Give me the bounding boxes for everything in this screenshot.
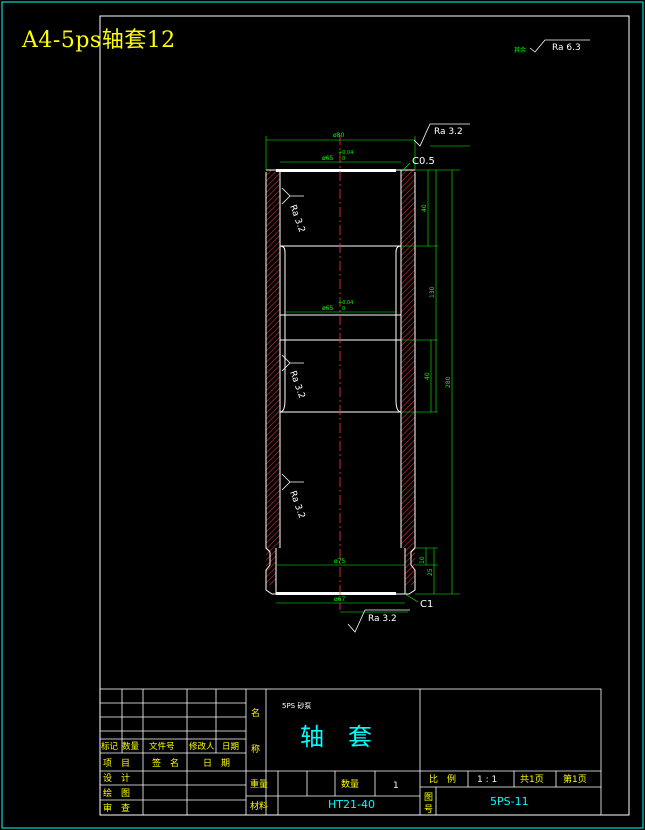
top-edge-bar: [276, 169, 396, 172]
tb-scale-label: 比 例: [429, 773, 456, 785]
dim-outer-dia: ø80: [333, 132, 344, 139]
dim-bore-mid: ø65: [322, 305, 333, 312]
tb-date-label: 日 期: [203, 758, 230, 769]
dim-bore-bottom: ø75: [334, 558, 345, 565]
tb-item-label: 项 目: [103, 758, 130, 769]
title-block: [99, 688, 602, 816]
dim-bottom-dia: ø67: [334, 596, 345, 603]
tb-part-name: 轴 套: [300, 723, 372, 751]
dim-chamfer-bottom: C1: [420, 599, 433, 610]
tb-drawing-label: 绘 图: [103, 787, 130, 799]
bottom-edge-bar: [276, 592, 396, 595]
tb-drawing-no-label-1: 图: [424, 792, 433, 803]
dim-len-280: 280: [445, 376, 452, 388]
tb-quantity-label: 数量: [341, 778, 359, 790]
part-outline: [265, 169, 416, 595]
tb-material-label: 材料: [250, 800, 268, 812]
dim-bore-top: ø65: [322, 155, 333, 162]
right-wall-hatch-lower: [405, 548, 415, 585]
dim-len-40-mid: 40: [424, 372, 431, 380]
roughness-top-right-value: Ra 3.2: [434, 127, 463, 137]
tb-sign-label: 签 名: [152, 757, 179, 769]
tb-material-value: HT21-40: [328, 798, 375, 811]
tb-drawing-no-value: 5PS-11: [490, 795, 529, 808]
right-wall-hatch: [401, 170, 415, 548]
general-roughness-mark: 其余 Ra 6.3: [514, 39, 590, 54]
tb-total-pages: 共1页: [520, 774, 544, 785]
roughness-general-value: Ra 6.3: [552, 43, 581, 53]
tb-name-label-2: 称: [251, 743, 260, 755]
roughness-inner-3-value: Ra 3.2: [287, 490, 306, 520]
dim-len-25: 25: [427, 568, 434, 576]
dim-len-130: 130: [429, 286, 436, 298]
tb-design-label: 设 计: [103, 772, 130, 784]
dim-chamfer-top: C0.5: [412, 156, 435, 167]
roughness-inner-2-value: Ra 3.2: [287, 370, 306, 400]
roughness-inner-2: Ra 3.2: [281, 354, 306, 400]
dim-len-10: 10: [419, 556, 426, 564]
dim-len-40-top: 40: [421, 204, 428, 212]
roughness-bottom: Ra 3.2: [340, 609, 410, 633]
roughness-top-right: Ra 3.2: [413, 123, 470, 147]
tb-rev-file: 文件号: [149, 741, 175, 752]
roughness-bottom-value: Ra 3.2: [368, 614, 397, 624]
tb-page-no: 第1页: [563, 773, 587, 785]
tb-scale-value: 1 : 1: [477, 775, 497, 785]
tb-drawing-no-label-2: 号: [424, 804, 433, 815]
dim-bore-mid-tol-lower: 0: [342, 306, 345, 312]
dim-bore-top-tol-lower: 0: [342, 156, 345, 162]
tb-rev-changer: 修改人: [189, 741, 215, 752]
tb-review-label: 审 查: [103, 802, 130, 814]
roughness-inner-1-value: Ra 3.2: [287, 204, 306, 234]
roughness-inner-3: Ra 3.2: [281, 473, 306, 520]
tb-project: 5PS 砂泵: [282, 701, 311, 710]
tb-rev-mark: 标记: [101, 741, 119, 752]
dim-bore-mid-tol-upper: +0.04: [338, 300, 353, 306]
tb-rev-date: 日期: [222, 742, 239, 752]
tb-rev-qty: 数量: [122, 741, 140, 752]
tb-name-label: 名: [251, 707, 260, 719]
dimension-lines: [265, 136, 460, 604]
sheet-title: A4-5ps轴套12: [22, 28, 176, 53]
tb-quantity-value: 1: [393, 781, 399, 791]
left-wall-hatch: [266, 170, 280, 548]
roughness-general-prefix: 其余: [514, 46, 526, 54]
roughness-inner-1: Ra 3.2: [281, 187, 306, 234]
inner-frame: [99, 15, 630, 816]
tb-weight-label: 重量: [250, 778, 268, 790]
dim-bore-top-tol-upper: +0.04: [338, 150, 353, 156]
left-wall-hatch-lower: [266, 548, 276, 585]
